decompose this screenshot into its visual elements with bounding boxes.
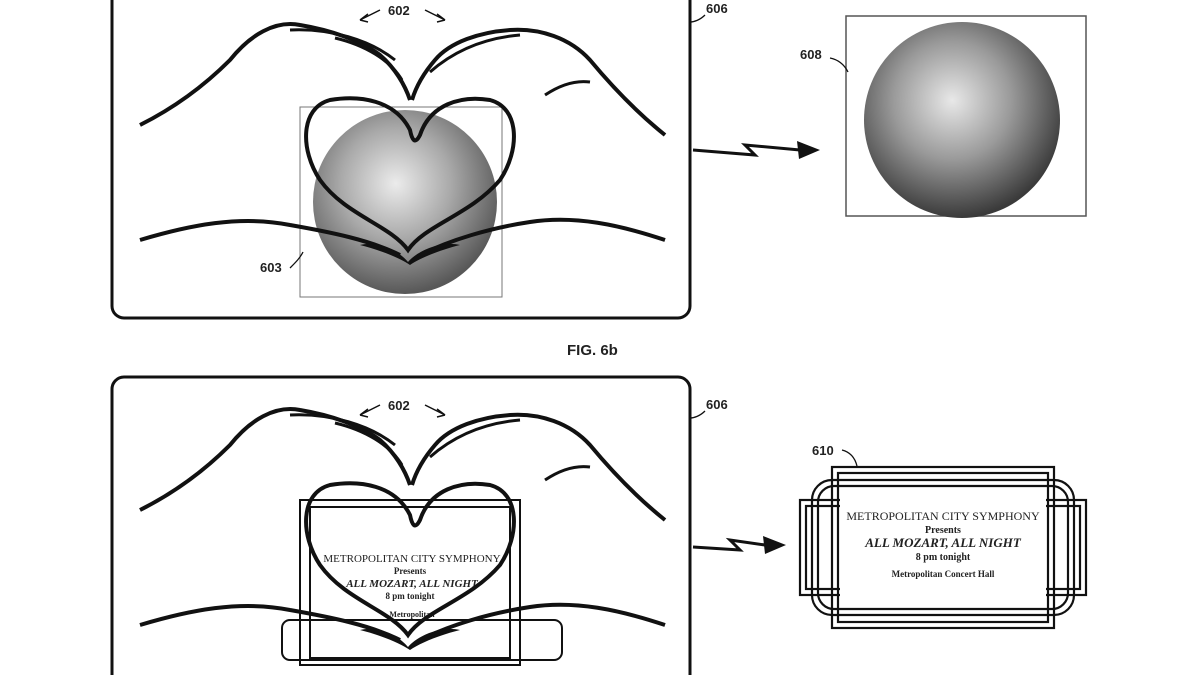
display-frame-bottom (110, 375, 692, 675)
partial-ticket-line2: Presents (394, 566, 427, 576)
partial-ticket-line4: 8 pm tonight (385, 591, 434, 601)
captured-portrait (313, 110, 497, 294)
partial-ticket-line5: Metropolitan (389, 610, 435, 619)
ticket-line5: Metropolitan Concert Hall (892, 569, 995, 579)
transfer-arrow-top (692, 143, 801, 157)
double-arrow-icon (359, 404, 446, 418)
ticket-line3: ALL MOZART, ALL NIGHT (864, 535, 1022, 550)
transfer-arrow-bottom (692, 537, 766, 552)
ticket-line1: METROPOLITAN CITY SYMPHONY (846, 509, 1040, 523)
partial-ticket-line3: ALL MOZART, ALL NIGHT (345, 578, 479, 590)
label-606-top: 606 (706, 1, 728, 16)
label-602-bottom: 602 (388, 398, 410, 413)
ticket-line2: Presents (925, 525, 961, 536)
label-610: 610 (812, 443, 834, 458)
partial-ticket-line1: METROPOLITAN CITY SYMPHONY (323, 553, 500, 565)
captured-region-box (299, 106, 503, 298)
label-608: 608 (800, 47, 822, 62)
label-606-bottom: 606 (706, 397, 728, 412)
label-602-top: 602 (388, 3, 410, 18)
ticket-line4: 8 pm tonight (916, 552, 971, 563)
display-frame-top (110, 0, 692, 320)
result-portrait (864, 22, 1060, 218)
label-603: 603 (260, 260, 282, 275)
double-arrow-icon (359, 9, 446, 23)
figure-caption: FIG. 6b (567, 342, 618, 359)
